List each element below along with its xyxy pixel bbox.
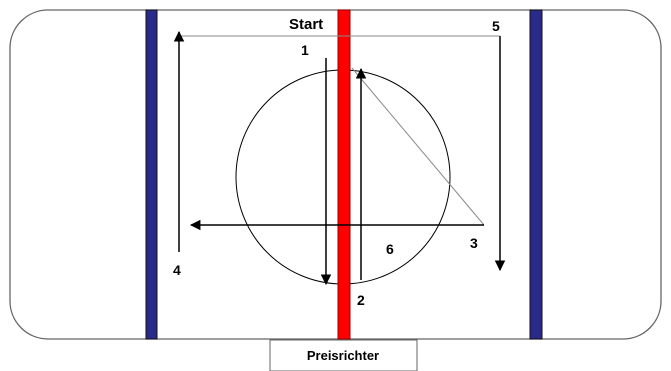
start-label: Start [289, 16, 323, 33]
red-center-line [337, 9, 351, 340]
step-label-5: 5 [492, 18, 500, 34]
step-label-3: 3 [470, 235, 478, 251]
path-line-diagonal [351, 67, 485, 226]
blue-line-right [529, 9, 543, 340]
blue-line-left [145, 9, 158, 340]
step-label-4: 4 [173, 262, 181, 278]
rink-outline [9, 9, 662, 340]
judge-label: Preisrichter [307, 348, 379, 363]
step-label-1: 1 [301, 42, 309, 58]
step-label-6: 6 [386, 241, 394, 257]
step-label-2: 2 [357, 292, 365, 308]
judge-box [269, 339, 418, 371]
